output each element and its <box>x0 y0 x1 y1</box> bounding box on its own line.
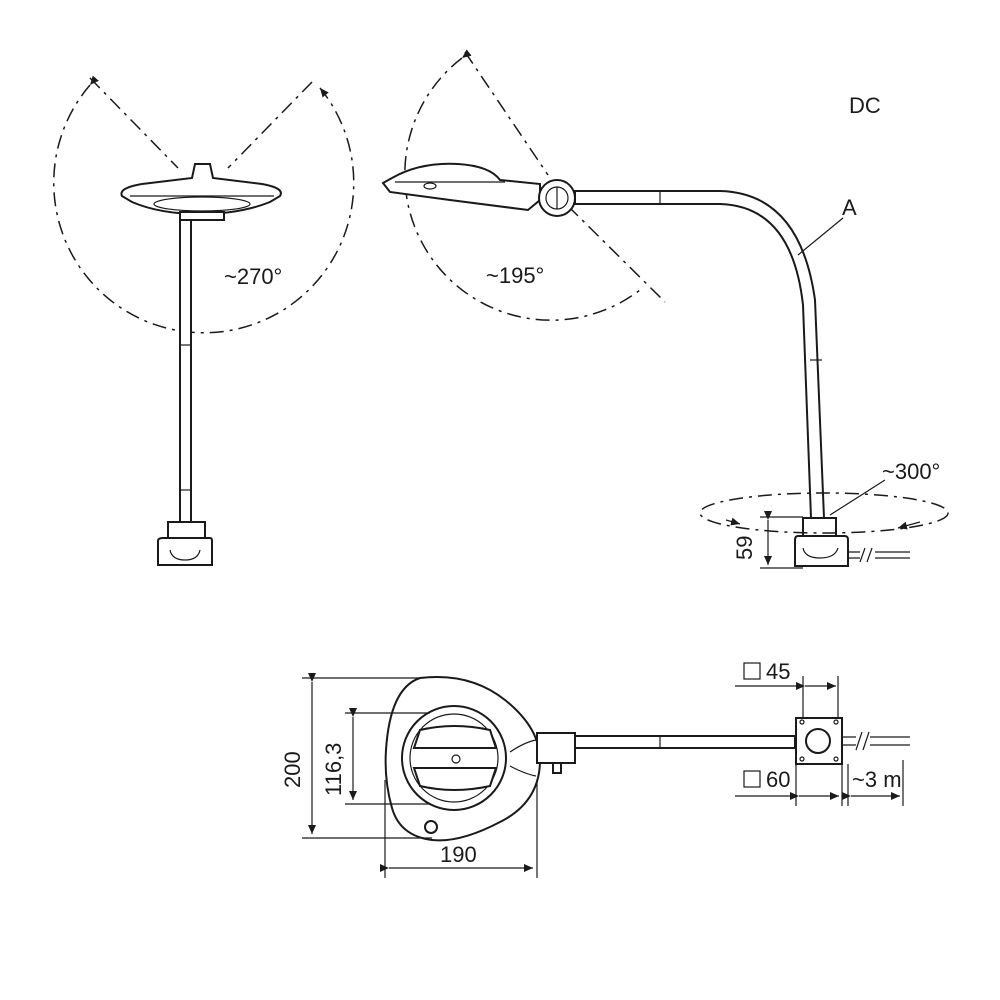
base-small-label: 45 <box>766 659 790 684</box>
plan-inner-height-label: 116,3 <box>321 743 346 796</box>
side-limit-line-bottom <box>567 205 666 303</box>
plan-width-label: 190 <box>440 842 477 867</box>
plan-view: 200 116,3 190 45 60 ~3 m <box>280 659 910 878</box>
front-limit-line-right <box>227 81 313 169</box>
side-rotation-label: ~195° <box>486 263 544 288</box>
square-symbol-large <box>743 770 761 788</box>
front-lamp-head <box>120 163 282 216</box>
square-symbol-small <box>743 662 761 680</box>
front-base <box>157 537 213 566</box>
plan-lens <box>401 705 507 811</box>
plan-screw <box>424 820 438 834</box>
side-gooseneck-arm <box>574 190 826 519</box>
side-limit-line-top <box>464 51 549 176</box>
arm-leader-line <box>797 217 844 256</box>
front-base-collar <box>167 521 206 539</box>
front-rotation-arc <box>53 75 355 334</box>
base-rotation-leader <box>829 479 886 516</box>
plan-vent-bottom <box>412 767 498 791</box>
side-view: A ~300° ~195° 59 <box>381 49 949 569</box>
cable-length-label: ~3 m <box>852 767 902 792</box>
plan-height-label: 200 <box>280 751 305 788</box>
front-lamp-neck <box>179 211 225 221</box>
side-cable <box>848 547 910 563</box>
front-limit-line-left <box>89 77 179 169</box>
front-view: ~270° <box>53 75 355 566</box>
plan-arm <box>574 735 796 749</box>
side-rotation-arc <box>404 49 641 321</box>
base-large-label: 60 <box>766 767 790 792</box>
side-base <box>794 535 849 567</box>
drawing-code: DC <box>849 93 881 118</box>
front-stem <box>179 219 192 523</box>
base-rotation-label: ~300° <box>882 459 940 484</box>
side-lamp-head <box>381 162 541 212</box>
front-rotation-label: ~270° <box>224 264 282 289</box>
plan-vent-top <box>412 725 498 749</box>
plan-joint <box>536 732 576 764</box>
side-base-rotation-arc <box>699 492 949 534</box>
arm-label: A <box>842 195 857 220</box>
plan-cable <box>842 731 910 751</box>
base-height-label: 59 <box>732 536 757 560</box>
